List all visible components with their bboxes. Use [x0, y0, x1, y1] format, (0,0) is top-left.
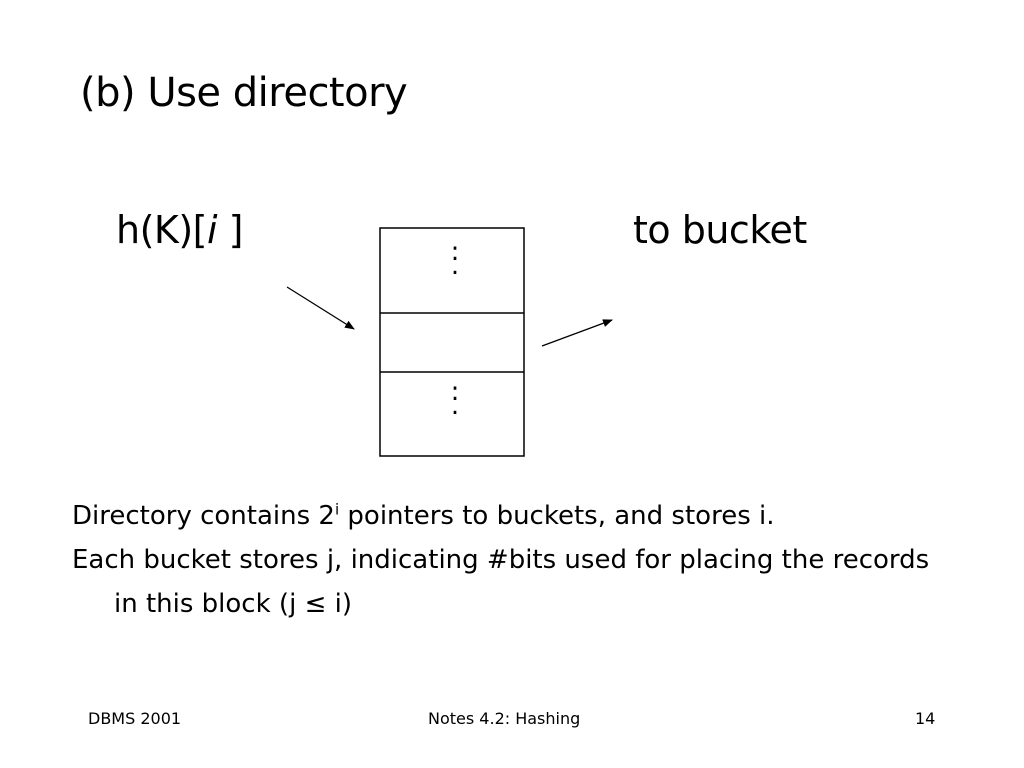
hash-label-suffix: ] — [217, 208, 244, 252]
slide-title: (b) Use directory — [80, 70, 408, 116]
directory-box — [379, 227, 525, 457]
directory-cell-bottom-dots: : . — [440, 377, 470, 421]
body-text: Directory contains 2i pointers to bucket… — [72, 494, 952, 626]
bucket-label: to bucket — [633, 208, 807, 252]
body-paragraph-bucket: Each bucket stores j, indicating #bits u… — [72, 538, 952, 626]
input-arrow — [286, 286, 355, 330]
output-arrow — [541, 319, 613, 347]
dots-top-colon: : — [450, 237, 460, 267]
para2-text-end: i) — [326, 589, 352, 619]
para2-leq-symbol: ≤ — [304, 589, 327, 619]
hash-function-label: h(K)[i ] — [116, 208, 243, 252]
hash-label-prefix: h(K)[ — [116, 208, 207, 252]
hash-label-index: i — [206, 208, 218, 252]
footer-course: DBMS 2001 — [88, 709, 182, 728]
dots-top-extra: . — [450, 251, 460, 281]
dots-bottom-colon: : — [450, 377, 460, 407]
body-paragraph-directory: Directory contains 2i pointers to bucket… — [72, 494, 952, 538]
footer-title: Notes 4.2: Hashing — [428, 709, 581, 728]
para1-text-start: Directory contains 2 — [72, 501, 335, 531]
para1-superscript: i — [334, 500, 340, 519]
para1-text-end: pointers to buckets, and stores i. — [339, 501, 775, 531]
para2-text: Each bucket stores j, indicating #bits u… — [72, 545, 930, 619]
footer-page-number: 14 — [915, 709, 936, 728]
directory-cell-top-dots: : . — [440, 237, 470, 281]
dots-bottom-extra: . — [450, 391, 460, 421]
